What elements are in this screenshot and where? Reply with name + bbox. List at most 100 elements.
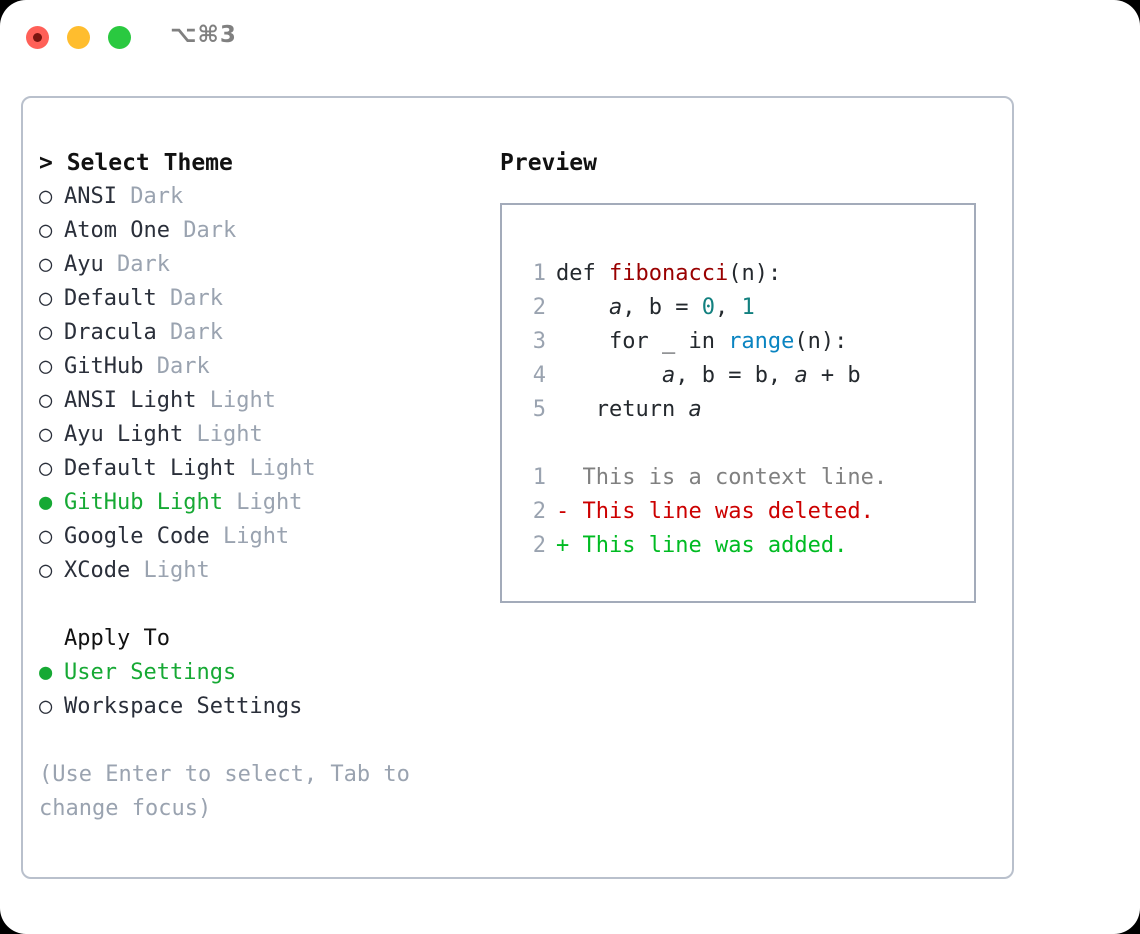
- code-line-content: a, b = 0, 1: [556, 291, 755, 325]
- code-line: 1 def fibonacci(n):: [520, 257, 974, 291]
- theme-option-github[interactable]: ○GitHub Dark: [39, 350, 469, 384]
- diff-line-number: 1: [532, 465, 546, 490]
- radio-unselected-icon: ○: [39, 252, 53, 277]
- theme-option-label: Default: [64, 286, 157, 311]
- code-line-number: 1: [532, 261, 546, 286]
- code-token-fn: fibonacci: [608, 261, 729, 286]
- theme-option-label: Google Code: [64, 524, 210, 549]
- title-bar: ⌥⌘3: [0, 0, 1140, 76]
- code-token-plain: def: [556, 261, 609, 286]
- code-line-content: return a: [556, 393, 702, 427]
- code-token-num: 0: [701, 295, 715, 320]
- theme-option-atom-one[interactable]: ○Atom One Dark: [39, 214, 469, 248]
- code-token-var: a: [661, 363, 676, 388]
- theme-option-category: Dark: [169, 320, 223, 345]
- theme-option-category: Dark: [156, 354, 210, 379]
- keyboard-hint: (Use Enter to select, Tab to change focu…: [39, 762, 410, 821]
- theme-option-category: Dark: [117, 252, 170, 277]
- label-gap: [183, 418, 196, 452]
- diff-line-deleted: 2- This line was deleted.: [520, 495, 974, 529]
- label-gap: [157, 282, 170, 316]
- radio-unselected-icon: ○: [39, 388, 53, 413]
- diff-marker: +: [556, 533, 583, 558]
- theme-option-category: Light: [222, 524, 290, 549]
- theme-picker-column: > Select Theme ○ANSI Dark○Atom One Dark○…: [39, 146, 469, 826]
- radio-selected-icon: ●: [39, 490, 53, 515]
- diff-line-text: This is a context line.: [582, 465, 888, 490]
- theme-option-label: ANSI: [64, 184, 117, 209]
- code-token-plain: return: [556, 397, 689, 422]
- theme-option-category: Light: [249, 456, 316, 481]
- theme-option-label: Dracula: [64, 320, 157, 345]
- code-line: 3 for _ in range(n):: [520, 325, 974, 359]
- code-token-num: 1: [741, 295, 755, 320]
- code-line: 5 return a: [520, 393, 974, 427]
- radio-unselected-icon: ○: [39, 694, 53, 719]
- theme-option-category: Dark: [183, 218, 237, 243]
- label-gap: [210, 520, 223, 554]
- code-line: 2 a, b = 0, 1: [520, 291, 974, 325]
- theme-option-ayu-light[interactable]: ○ Ayu Light Light: [39, 418, 469, 452]
- theme-option-default-light[interactable]: ○ Default Light Light: [39, 452, 469, 486]
- radio-unselected-icon: ○: [39, 456, 53, 481]
- code-token-var: a: [688, 397, 702, 422]
- theme-option-category: Light: [143, 558, 210, 583]
- theme-option-category: Light: [209, 388, 276, 413]
- theme-option-xcode[interactable]: ○XCode Light: [39, 554, 469, 588]
- radio-unselected-icon: ○: [39, 218, 53, 243]
- theme-option-google-code[interactable]: ○ Google Code Light: [39, 520, 469, 554]
- code-token-plain: + b: [807, 363, 861, 388]
- zoom-button-icon[interactable]: [108, 26, 131, 49]
- close-button-icon[interactable]: [26, 26, 49, 49]
- theme-option-ansi[interactable]: ○ ANSI Dark: [39, 180, 469, 214]
- theme-option-ansi-light[interactable]: ○ ANSI Light Light: [39, 384, 469, 418]
- radio-unselected-icon: ○: [39, 524, 53, 549]
- apply-to-option-label: Workspace Settings: [64, 694, 303, 719]
- theme-option-label: Default Light: [64, 456, 237, 481]
- label-gap: [117, 180, 130, 214]
- theme-option-default[interactable]: ○ Default Dark: [39, 282, 469, 316]
- theme-option-ayu[interactable]: ○ Ayu Dark: [39, 248, 469, 282]
- theme-option-category: Light: [196, 422, 263, 447]
- theme-option-category: Dark: [130, 184, 184, 209]
- code-line: 4 a, b = b, a + b: [520, 359, 974, 393]
- code-line-content: a, b = b, a + b: [556, 359, 861, 393]
- theme-option-github-light[interactable]: ●GitHub Light Light: [39, 486, 469, 520]
- theme-option-category: Dark: [169, 286, 223, 311]
- radio-unselected-icon: ○: [39, 184, 53, 209]
- label-gap: [170, 214, 183, 248]
- label-gap: [130, 554, 143, 588]
- diff-line-added: 2+ This line was added.: [520, 529, 974, 563]
- code-token-plain: , b = b,: [675, 363, 795, 388]
- apply-to-option-label: User Settings: [64, 660, 237, 685]
- theme-option-label: ANSI Light: [64, 388, 197, 413]
- traffic-light-group: [26, 26, 131, 49]
- code-line-number: 2: [532, 295, 546, 320]
- code-line-content: for _ in range(n):: [556, 325, 847, 359]
- code-token-var: a: [794, 363, 808, 388]
- theme-option-label: Ayu Light: [64, 422, 184, 447]
- diff-sample: 1 This is a context line. 2- This line wa…: [520, 461, 974, 563]
- code-token-plain: for _ in: [556, 329, 729, 354]
- radio-unselected-icon: ○: [39, 320, 53, 345]
- radio-unselected-icon: ○: [39, 286, 53, 311]
- preview-heading: Preview: [500, 150, 597, 176]
- apply-to-list: ● User Settings ○ Workspace Settings: [39, 656, 469, 724]
- minimize-button-icon[interactable]: [67, 26, 90, 49]
- code-token-plain: (n):: [728, 261, 782, 286]
- theme-option-category: Light: [236, 490, 303, 515]
- theme-option-label: Ayu: [64, 252, 104, 277]
- apply-to-heading: Apply To: [64, 626, 170, 651]
- diff-line-number: 2: [532, 533, 546, 558]
- apply-to-option-workspace-settings[interactable]: ○ Workspace Settings: [39, 690, 469, 724]
- apply-to-option-user-settings[interactable]: ● User Settings: [39, 656, 469, 690]
- code-line-number: 4: [532, 363, 546, 388]
- section-spacer: [39, 588, 469, 622]
- radio-selected-icon: ●: [39, 660, 53, 685]
- diff-line-text: This line was deleted.: [582, 499, 874, 524]
- radio-unselected-icon: ○: [39, 422, 53, 447]
- theme-list: ○ANSI Dark○Atom One Dark○Ayu Dark○Defaul…: [39, 180, 469, 588]
- theme-option-dracula[interactable]: ○ Dracula Dark: [39, 316, 469, 350]
